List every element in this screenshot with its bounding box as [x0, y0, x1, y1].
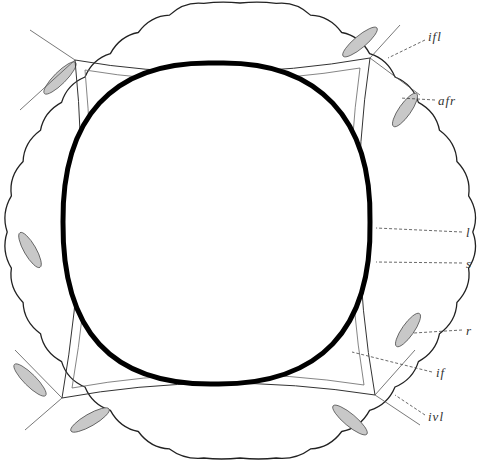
part-label: afr: [438, 94, 456, 107]
part-label: s: [466, 257, 472, 270]
part-label: ifl: [428, 30, 442, 43]
frame: [15, 25, 420, 430]
lumen-wall: [63, 63, 370, 384]
part-label: r: [466, 324, 472, 337]
part-label: l: [466, 226, 471, 239]
part-label: if: [436, 366, 445, 379]
leader-lines: [352, 40, 462, 415]
part-label: ivl: [428, 410, 444, 423]
gray-bodies: [10, 23, 424, 438]
outer-wall: [5, 2, 476, 459]
